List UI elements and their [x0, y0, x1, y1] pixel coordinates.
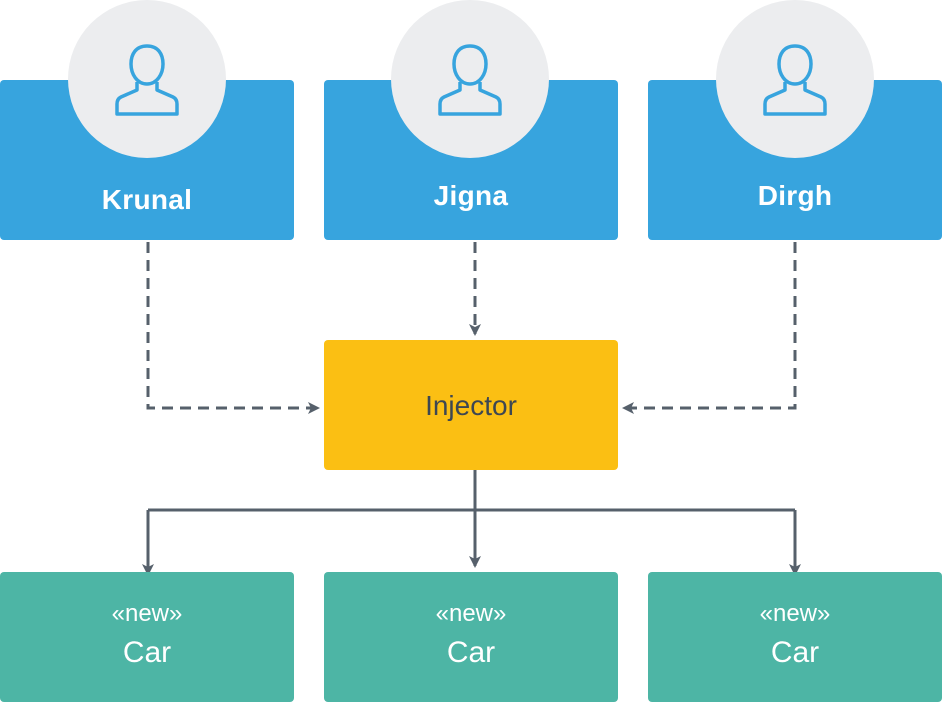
- dashed-connector-dirgh-injector: [622, 242, 797, 414]
- car-stereotype: «new»: [435, 600, 507, 627]
- car-name: Car: [446, 636, 496, 669]
- dashed-connector-krunal-injector: [146, 242, 320, 414]
- car-stereotype: «new»: [759, 600, 831, 627]
- car-box-2: «new» Car: [324, 572, 618, 702]
- avatar-krunal: [68, 0, 226, 158]
- injector-box: Injector: [324, 340, 618, 470]
- car-name: Car: [770, 636, 820, 669]
- car-stereotype: «new»: [111, 600, 183, 627]
- avatar-dirgh: [716, 0, 874, 158]
- user-name: Krunal: [101, 184, 193, 215]
- user-name: Jigna: [433, 180, 509, 211]
- user-name: Dirgh: [757, 180, 833, 211]
- car-name: Car: [122, 636, 172, 669]
- user-icon: [438, 44, 502, 116]
- car-box-3: «new» Car: [648, 572, 942, 702]
- car-box-1: «new» Car: [0, 572, 294, 702]
- avatar-jigna: [391, 0, 549, 158]
- user-icon: [763, 44, 827, 116]
- user-icon: [115, 44, 179, 116]
- injector-label: Injector: [425, 390, 517, 421]
